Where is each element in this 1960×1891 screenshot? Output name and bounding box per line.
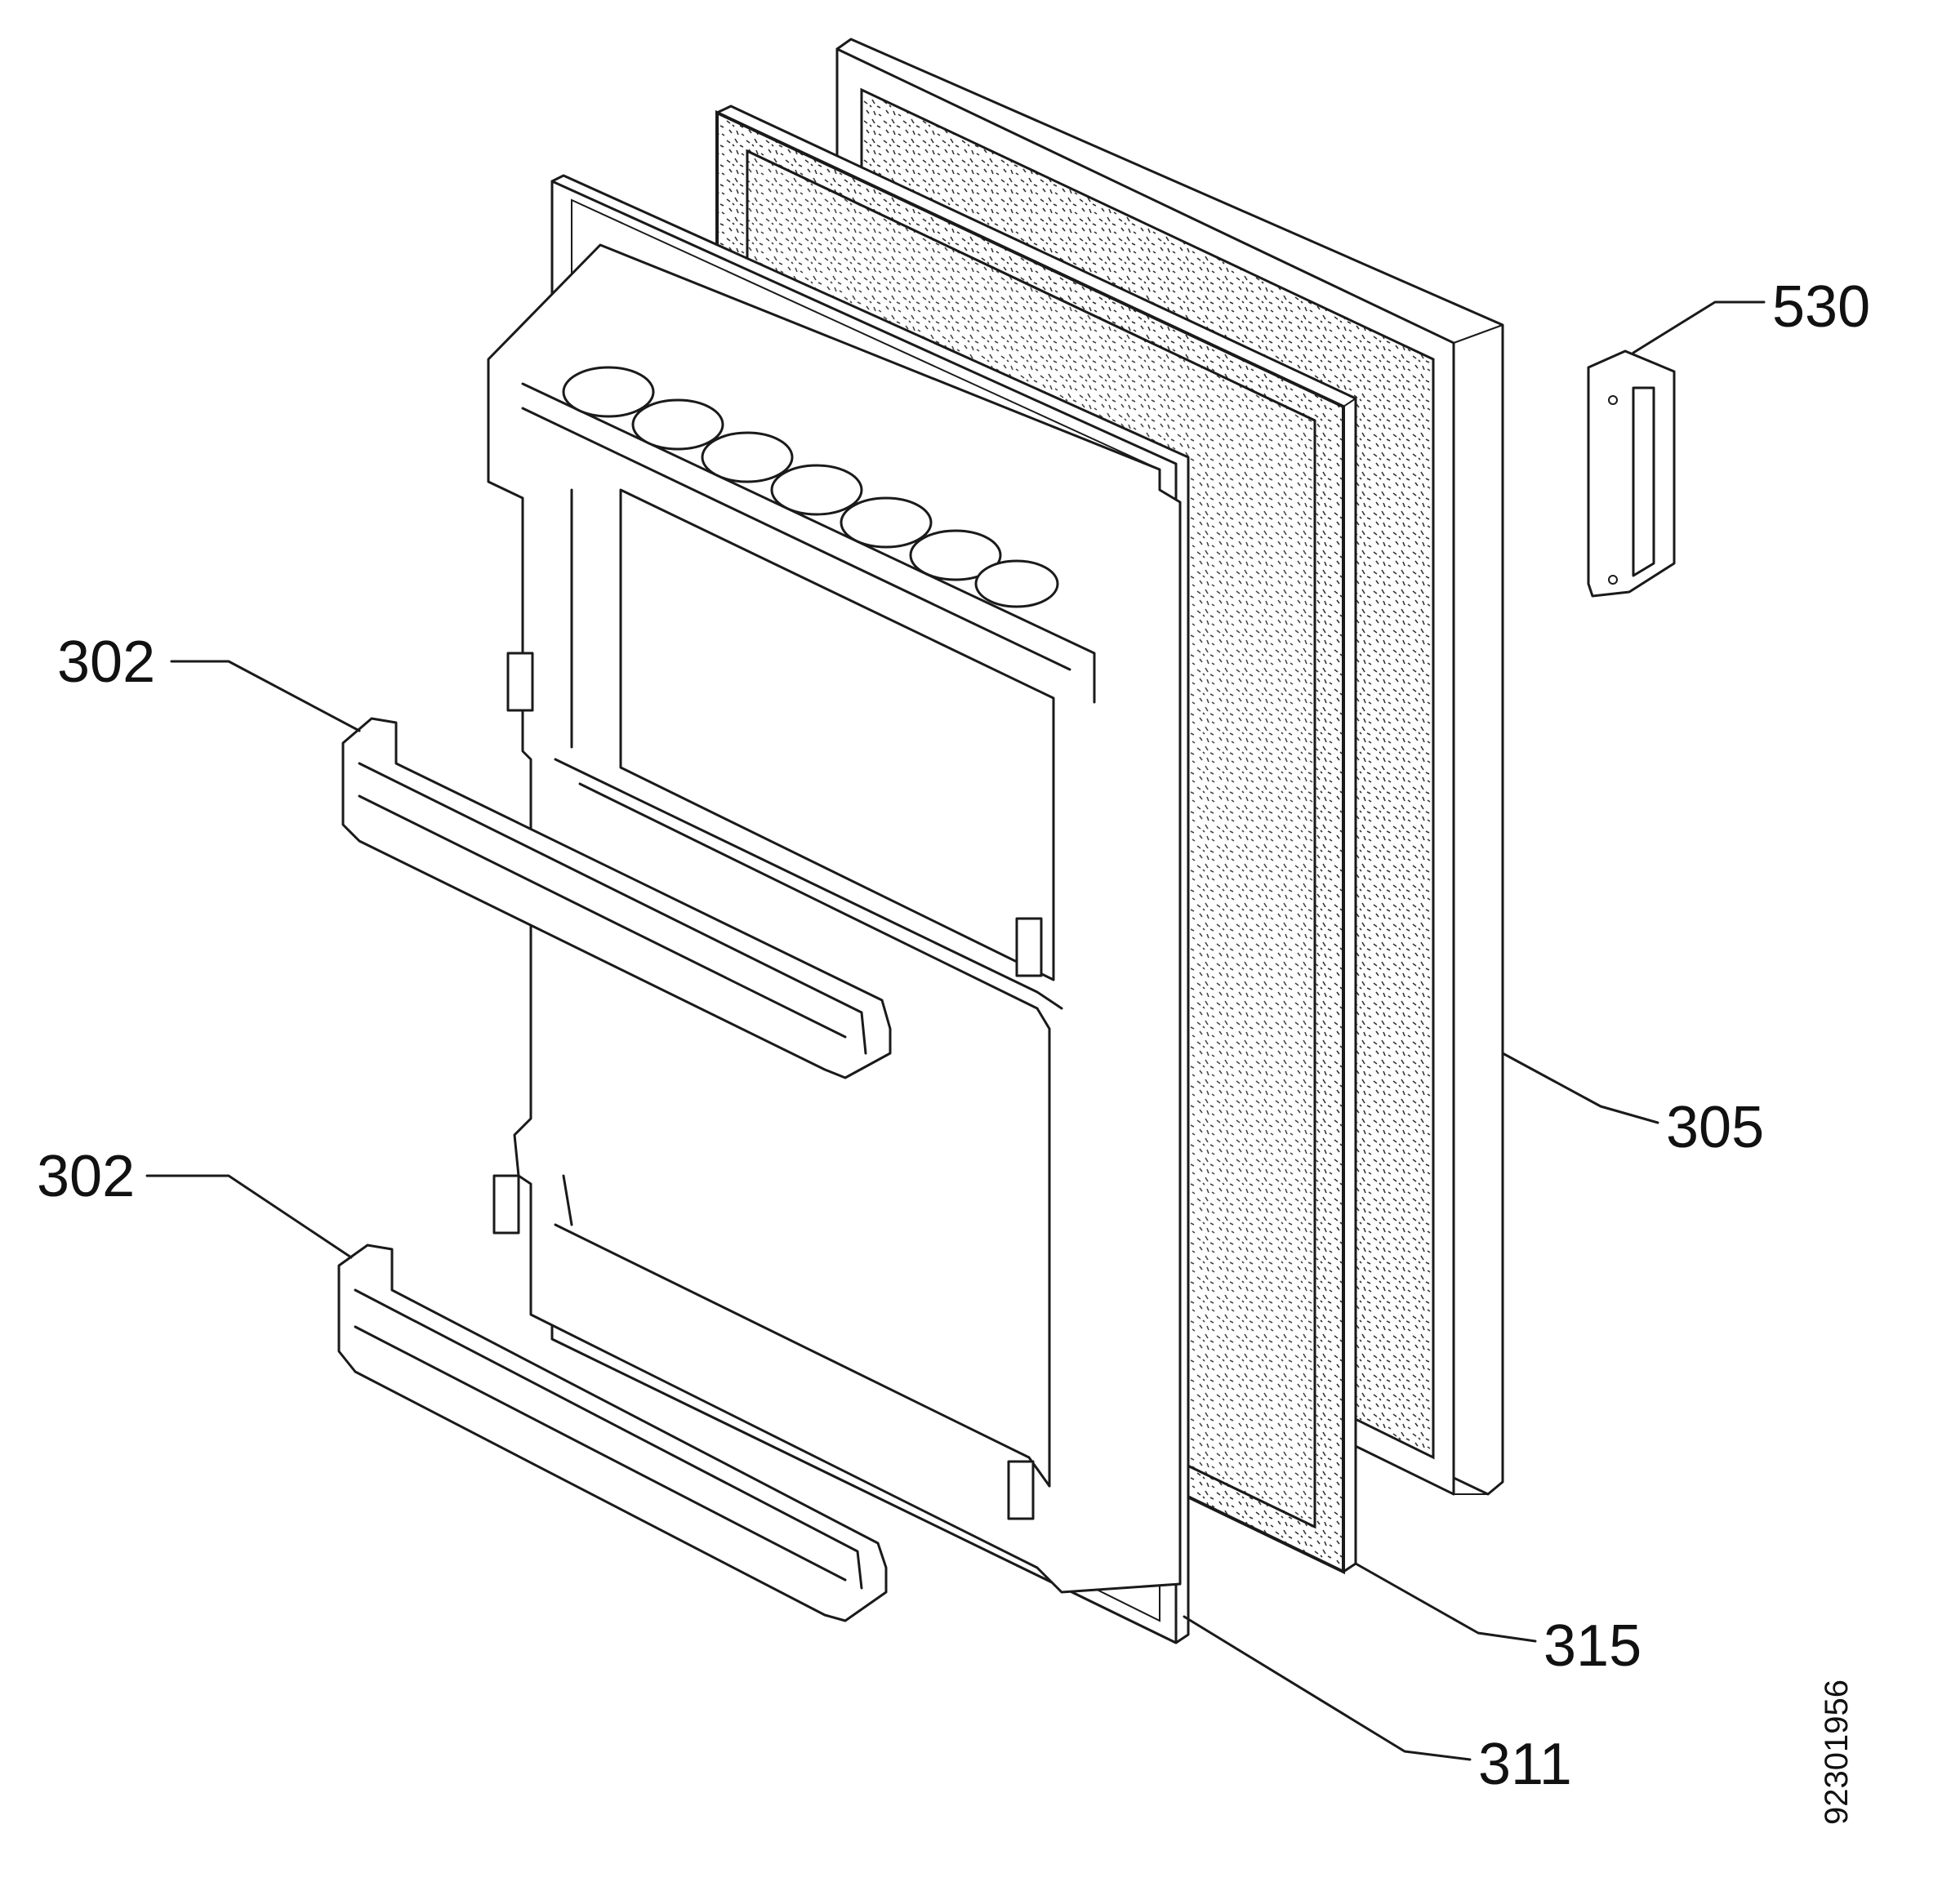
- callout-311: 311: [1478, 1732, 1572, 1797]
- callout-302-lower: 302: [37, 1144, 135, 1209]
- leader-lines: [145, 300, 1766, 1761]
- door-handle: [1587, 349, 1676, 598]
- callout-302-upper: 302: [57, 630, 155, 695]
- drawing-code: 92301956: [1819, 1680, 1855, 1825]
- egg-tray: [562, 366, 1059, 608]
- callout-305: 305: [1666, 1095, 1764, 1160]
- door-shelf-bar-lower: [337, 1244, 888, 1622]
- door-inner-tray: [487, 243, 1182, 1594]
- callout-530: 530: [1772, 274, 1870, 340]
- callout-315: 315: [1544, 1613, 1642, 1679]
- door-shelf-bar-upper: [341, 717, 892, 1079]
